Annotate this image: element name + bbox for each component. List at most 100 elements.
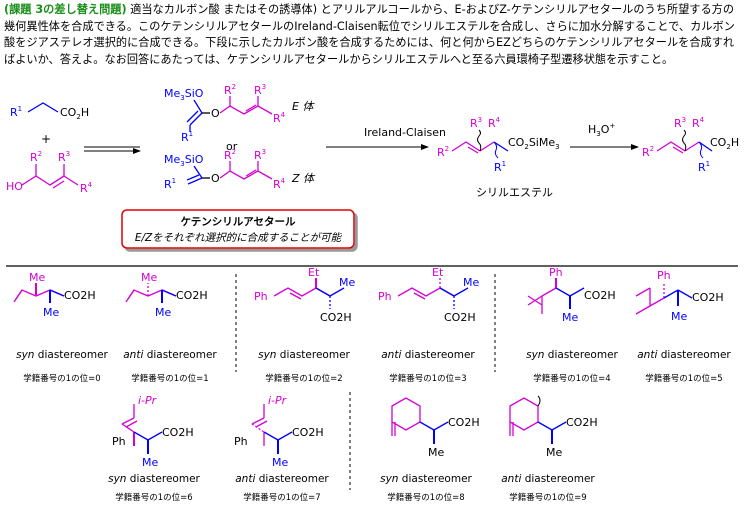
e-r2-label: R2 [224,83,236,97]
caption-target-7: anti diastereomer [235,473,329,485]
t2-sub-2: Me [339,276,355,289]
z-r3-label: R3 [254,148,266,162]
silyl-ester-caption: シリルエステル [476,186,553,199]
t5-sub-3: Me [671,310,687,323]
number-label-5: 学籍番号の1の位=5 [645,373,722,384]
t7-sub-3: CO2H [292,426,324,439]
t7-sub-4: Me [272,456,288,469]
t1-sub-3: Me [155,306,171,319]
t3-sub-1: Et [432,266,444,279]
e-isomer-label: E 体 [292,100,315,113]
z-r4-label: R4 [273,177,286,191]
box-title: ケテンシリルアセタール [180,216,296,228]
ester-r4-label: R4 [488,116,501,130]
t6-sub-1: i-Pr [138,394,158,407]
alcohol-r2-label: R2 [30,150,42,164]
e-oxygen-label: O [211,107,220,120]
alcohol-ho-label: HO [6,180,23,193]
t8-sub-2: Me [428,446,444,459]
target-6-structure: i-Pr Ph CO2H Me [112,394,194,469]
ireland-claisen-label: Ireland-Claisen [364,126,446,139]
ester-r3-label: R3 [470,116,482,130]
carboxylic-acid-structure: R1 CO2H [10,102,89,121]
or-label: or [226,140,238,153]
e-r1-label: R1 [181,130,193,144]
z-oxygen-label: O [211,172,220,185]
t9-sub-2: Me [546,446,562,459]
t3-sub-3: Ph [378,290,392,303]
e-ketene-silyl-acetal: Me3SiO R1 O R2 R3 R4 E 体 [164,83,315,144]
z-isomer-label: Z 体 [291,172,316,185]
problem-label: (課題 3の差し替え問題) [4,3,127,16]
product-r1-label: R1 [698,160,710,174]
allyl-alcohol-structure: HO R2 R3 R4 [6,150,93,195]
plus-sign: + [41,132,51,146]
acid-co2h-label: CO2H [60,106,89,121]
t4-sub-3: Me [562,311,578,324]
ester-r2-label: R2 [437,145,449,159]
number-label-4: 学籍番号の1の位=4 [533,373,610,384]
target-9-structure: CO2H Me [509,395,598,459]
t3-sub-2: Me [463,276,479,289]
target-7-structure: i-Pr Ph CO2H Me [234,394,324,469]
t0-sub-2: CO2H [64,289,96,302]
t2-sub-4: CO2H [320,311,352,324]
t0-sub-3: Me [43,306,59,319]
t5-sub-1: Ph [657,269,671,282]
number-label-3: 学籍番号の1の位=3 [389,373,466,384]
t7-sub-1: i-Pr [268,394,288,407]
caption-target-8: syn diastereomer [380,473,472,485]
caption-target-9: anti diastereomer [501,473,595,485]
ester-co2sime3-label: CO2SiMe3 [508,136,560,151]
z-r1-label: R1 [164,177,176,191]
alcohol-r4-label: R4 [80,181,93,195]
t0-sub-1: Me [29,271,45,284]
e-me3sio-label: Me3SiO [164,87,204,102]
product-r4-label: R4 [692,116,705,130]
t4-sub-2: CO2H [584,289,616,302]
e-r4-label: R4 [273,111,286,125]
box-subtitle: E/Zをそれぞれ選択的に合成することが可能 [135,232,343,244]
target-5-structure: Ph CO2H Me [635,269,724,323]
t3-sub-4: CO2H [444,311,476,324]
problem-statement: (課題 3の差し替え問題) 適当なカルボン酸 またはその誘導体) とアリルアルコ… [4,2,740,68]
caption-target-4: syn diastereomer [526,349,618,361]
hydrolysis-reagent-label: H3O+ [588,122,615,138]
t2-sub-1: Et [308,266,320,279]
target-3-structure: Et Me Ph CO2H [378,266,479,324]
acid-product-structure: R2 R3 R4 R1 CO2H [642,116,739,174]
e-r3-label: R3 [254,83,266,97]
t6-sub-3: CO2H [162,426,194,439]
caption-target-6: syn diastereomer [108,473,200,485]
target-8-structure: CO2H Me [391,397,480,459]
t6-sub-2: Ph [112,435,126,448]
target-0-structure: Me CO2H Me [13,271,96,319]
number-label-1: 学籍番号の1の位=1 [131,373,208,384]
alcohol-r3-label: R3 [58,150,70,164]
product-co2h-label: CO2H [710,136,739,151]
z-me3sio-label: Me3SiO [164,153,204,168]
t5-sub-2: CO2H [692,291,724,304]
ketene-acetal-note-box: ケテンシリルアセタール E/Zをそれぞれ選択的に合成することが可能 [121,209,355,249]
number-label-8: 学籍番号の1の位=8 [387,492,464,503]
number-label-9: 学籍番号の1の位=9 [509,492,586,503]
t9-sub-1: CO2H [566,416,598,429]
number-label-7: 学籍番号の1の位=7 [243,492,320,503]
number-label-6: 学籍番号の1の位=6 [115,492,192,503]
t8-sub-1: CO2H [448,416,480,429]
target-2-structure: Et Me Ph CO2H [254,266,355,324]
problem-text: 適当なカルボン酸 またはその誘導体) とアリルアルコールから、E-およびZ-ケテ… [4,3,735,66]
target-1-structure: Me CO2H Me [125,271,208,319]
z-ketene-silyl-acetal: Me3SiO R1 O R2 R3 R4 Z 体 [164,148,316,191]
t2-sub-3: Ph [254,290,268,303]
t1-sub-2: CO2H [176,289,208,302]
caption-target-0: syn diastereomer [16,349,108,361]
number-label-2: 学籍番号の1の位=2 [265,373,342,384]
acid-r1-label: R1 [10,105,22,119]
product-r3-label: R3 [674,116,686,130]
t4-sub-1: Ph [549,266,563,279]
t6-sub-4: Me [142,456,158,469]
z-r2-label: R2 [224,148,236,162]
ester-r1-label: R1 [494,160,506,174]
